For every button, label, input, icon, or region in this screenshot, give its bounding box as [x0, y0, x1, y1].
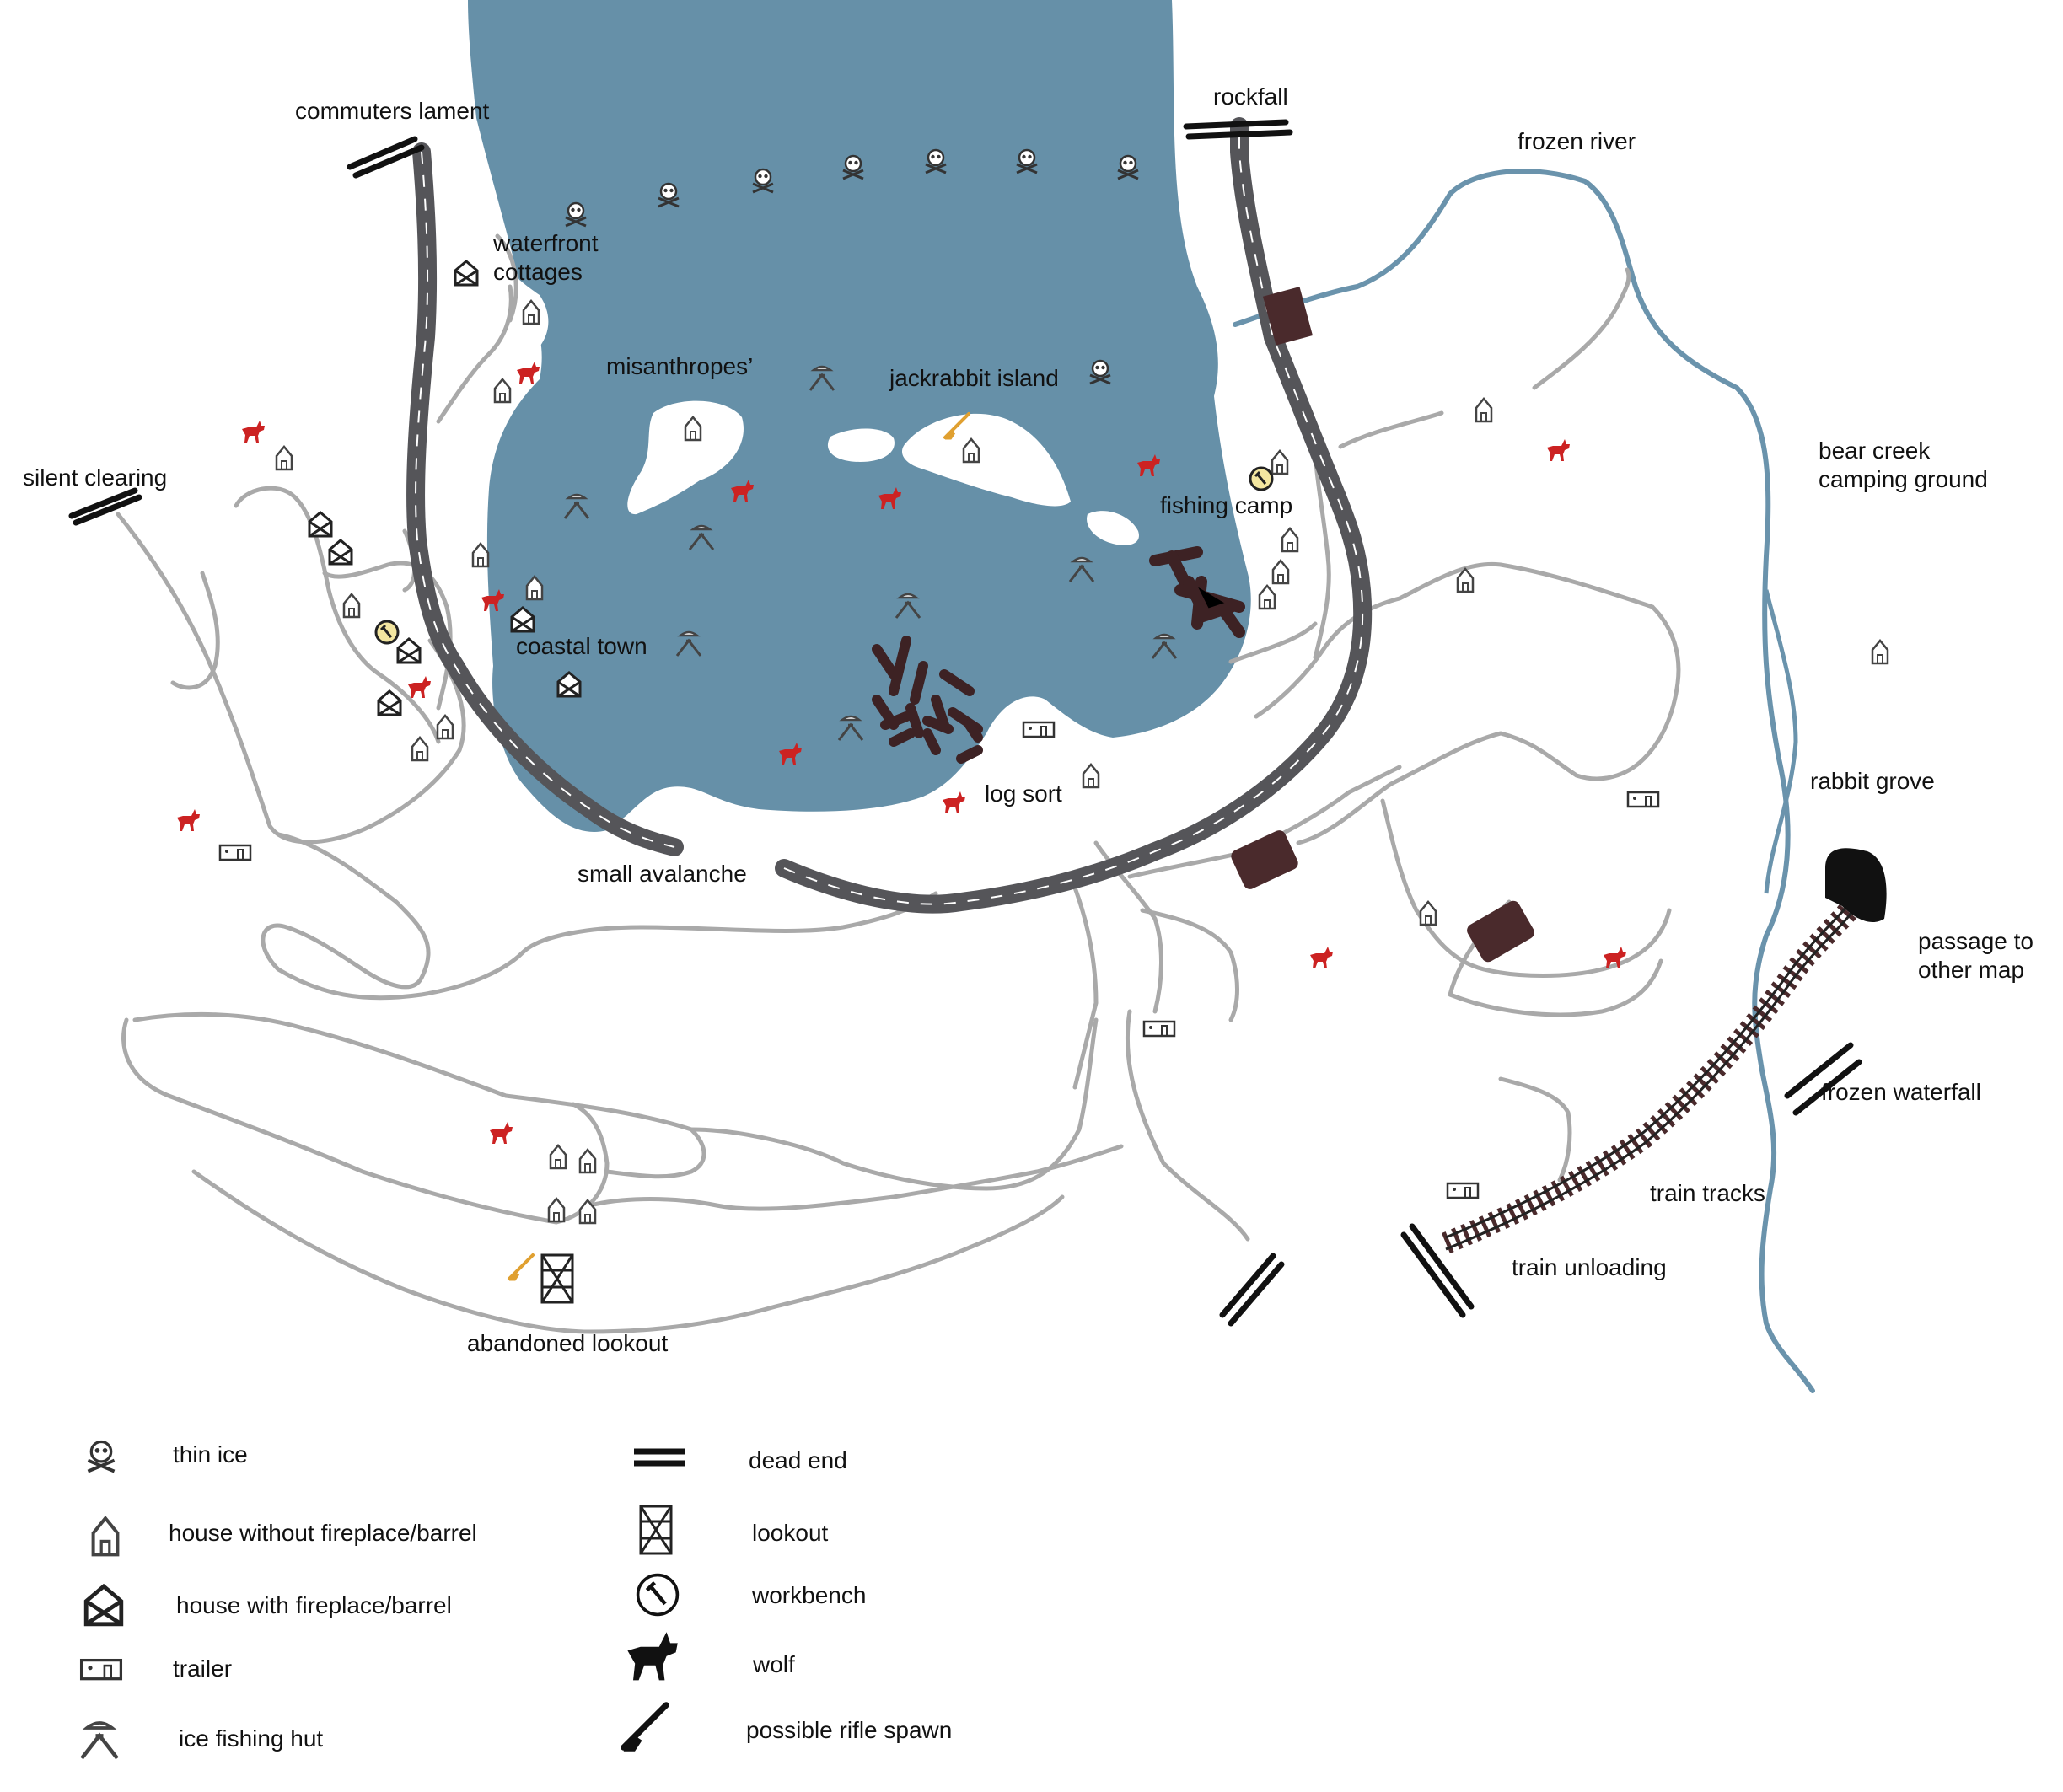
jackrabbit-island-west — [827, 428, 895, 462]
frozen-river — [1233, 169, 1815, 1393]
legend-house-fireplace-icon — [86, 1586, 121, 1624]
legend-label-wolf: wolf — [753, 1651, 795, 1677]
legend-ice-fishing-hut-icon — [82, 1723, 117, 1758]
label-rabbit-grove: rabbit grove — [1810, 768, 1935, 794]
dead-end-markers — [68, 119, 1862, 1327]
label-frozen-waterfall: frozen waterfall — [1821, 1079, 1981, 1105]
lookout-icon — [540, 1253, 574, 1304]
label-small-avalanche: small avalanche — [578, 861, 747, 887]
legend-label-trailer: trailer — [173, 1655, 233, 1682]
label-waterfront-cottages: waterfront cottages — [493, 230, 599, 285]
train-tracks — [1442, 891, 1866, 1254]
label-bear-creek: bear creek camping ground — [1819, 437, 1988, 492]
legend-wolf-icon — [627, 1632, 678, 1681]
trailer-icons — [218, 721, 1660, 1199]
legend-icons — [79, 1440, 685, 1759]
label-commuters-lament: commuters lament — [295, 98, 490, 124]
label-misanthropes: misanthropes’ — [606, 353, 754, 379]
bridges — [1231, 287, 1534, 963]
legend-label-house: house without fireplace/barrel — [169, 1520, 477, 1546]
label-jackrabbit-island: jackrabbit island — [889, 365, 1059, 391]
legend-label-lookout: lookout — [752, 1520, 829, 1546]
legend-rifle-icon — [621, 1702, 669, 1752]
legend-dead-end-icon — [634, 1448, 685, 1467]
legend-label-rifle: possible rifle spawn — [746, 1717, 953, 1743]
label-coastal-town: coastal town — [516, 633, 647, 659]
label-train-tracks: train tracks — [1650, 1180, 1765, 1206]
legend-label-thin-ice: thin ice — [173, 1441, 248, 1467]
label-log-sort: log sort — [985, 781, 1062, 807]
log-sort-logs — [872, 636, 983, 764]
fishing-camp-dock — [1149, 546, 1245, 638]
lake — [468, 0, 1251, 832]
legend-label-workbench: workbench — [752, 1582, 867, 1608]
label-frozen-river: frozen river — [1518, 128, 1636, 154]
legend-label-dead-end: dead end — [749, 1447, 847, 1473]
legend-label-ice-fishing-hut: ice fishing hut — [179, 1725, 324, 1752]
legend-label-house-fireplace: house with fireplace/barrel — [176, 1592, 452, 1618]
label-fishing-camp: fishing camp — [1160, 492, 1293, 518]
roads — [406, 117, 1373, 914]
tunnel-entrance — [1825, 848, 1887, 923]
label-silent-clearing: silent clearing — [23, 464, 168, 491]
label-train-unloading: train unloading — [1512, 1254, 1667, 1280]
legend-workbench-icon — [636, 1573, 680, 1617]
trails — [116, 233, 1681, 1334]
frozen-river-branch — [1764, 589, 1798, 894]
legend-trailer-icon — [79, 1658, 123, 1681]
legend-thin-ice-icon — [86, 1440, 116, 1473]
legend-house-icon — [94, 1518, 118, 1554]
label-passage: passage to other map — [1918, 928, 2033, 983]
misanthropes-island — [627, 400, 744, 515]
waterfront-shore — [468, 219, 549, 371]
label-abandoned-lookout: abandoned lookout — [467, 1330, 669, 1356]
legend-lookout-icon — [639, 1505, 673, 1555]
label-rockfall: rockfall — [1213, 83, 1288, 110]
east-islet — [1087, 511, 1139, 545]
